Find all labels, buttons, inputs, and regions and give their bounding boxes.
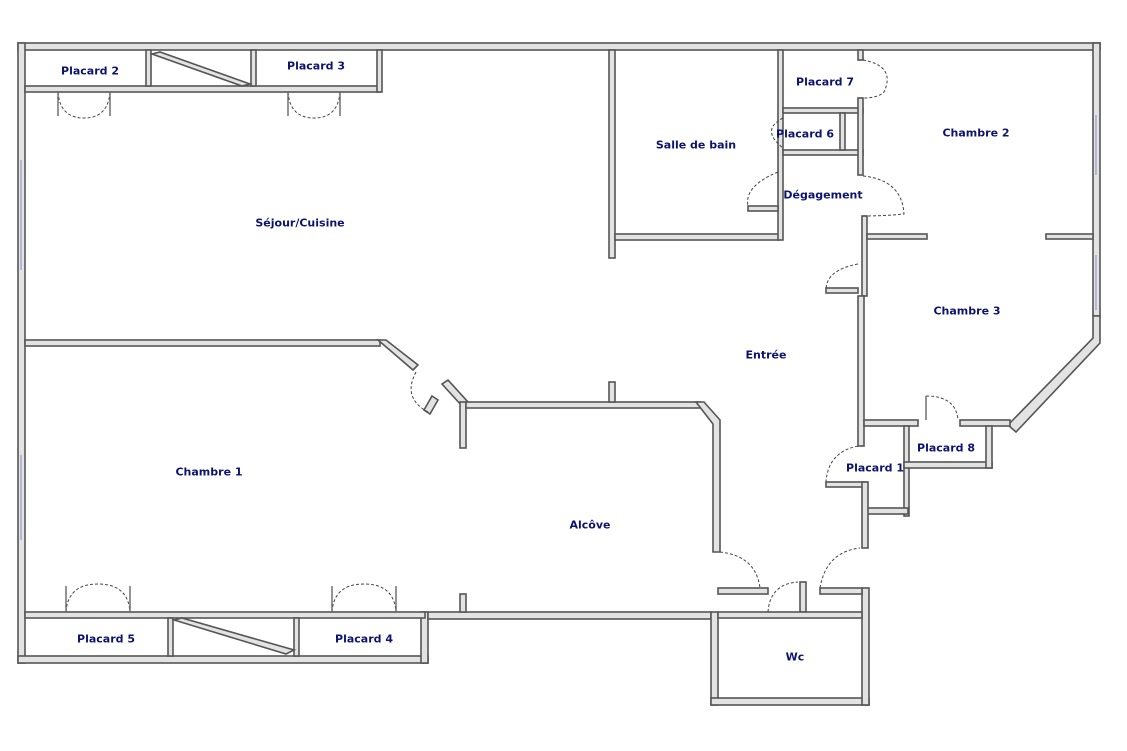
room-label-placard-1: Placard 1 bbox=[846, 461, 904, 475]
room-label-sejour-cuisine: Séjour/Cuisine bbox=[255, 216, 345, 230]
outer-walls bbox=[17, 42, 1101, 706]
room-label-placard-3: Placard 3 bbox=[287, 59, 345, 73]
room-label-placard-4: Placard 4 bbox=[335, 632, 393, 646]
room-label-alcove: Alcôve bbox=[569, 518, 611, 532]
room-label-placard-7: Placard 7 bbox=[796, 75, 854, 89]
room-label-chambre-2: Chambre 2 bbox=[942, 126, 1010, 140]
room-label-placard-5: Placard 5 bbox=[77, 632, 135, 646]
room-label-entree: Entrée bbox=[745, 348, 787, 362]
room-label-wc: Wc bbox=[785, 650, 805, 664]
windows bbox=[20, 115, 1097, 540]
room-label-placard-2: Placard 2 bbox=[61, 64, 119, 78]
doors bbox=[57, 59, 959, 613]
room-label-salle-de-bain: Salle de bain bbox=[655, 138, 737, 152]
room-label-degagement: Dégagement bbox=[783, 188, 863, 202]
room-label-chambre-1: Chambre 1 bbox=[175, 465, 243, 479]
interior-walls bbox=[24, 49, 1094, 657]
room-label-placard-8: Placard 8 bbox=[917, 441, 975, 455]
room-label-placard-6: Placard 6 bbox=[776, 127, 834, 141]
room-label-chambre-3: Chambre 3 bbox=[933, 304, 1001, 318]
